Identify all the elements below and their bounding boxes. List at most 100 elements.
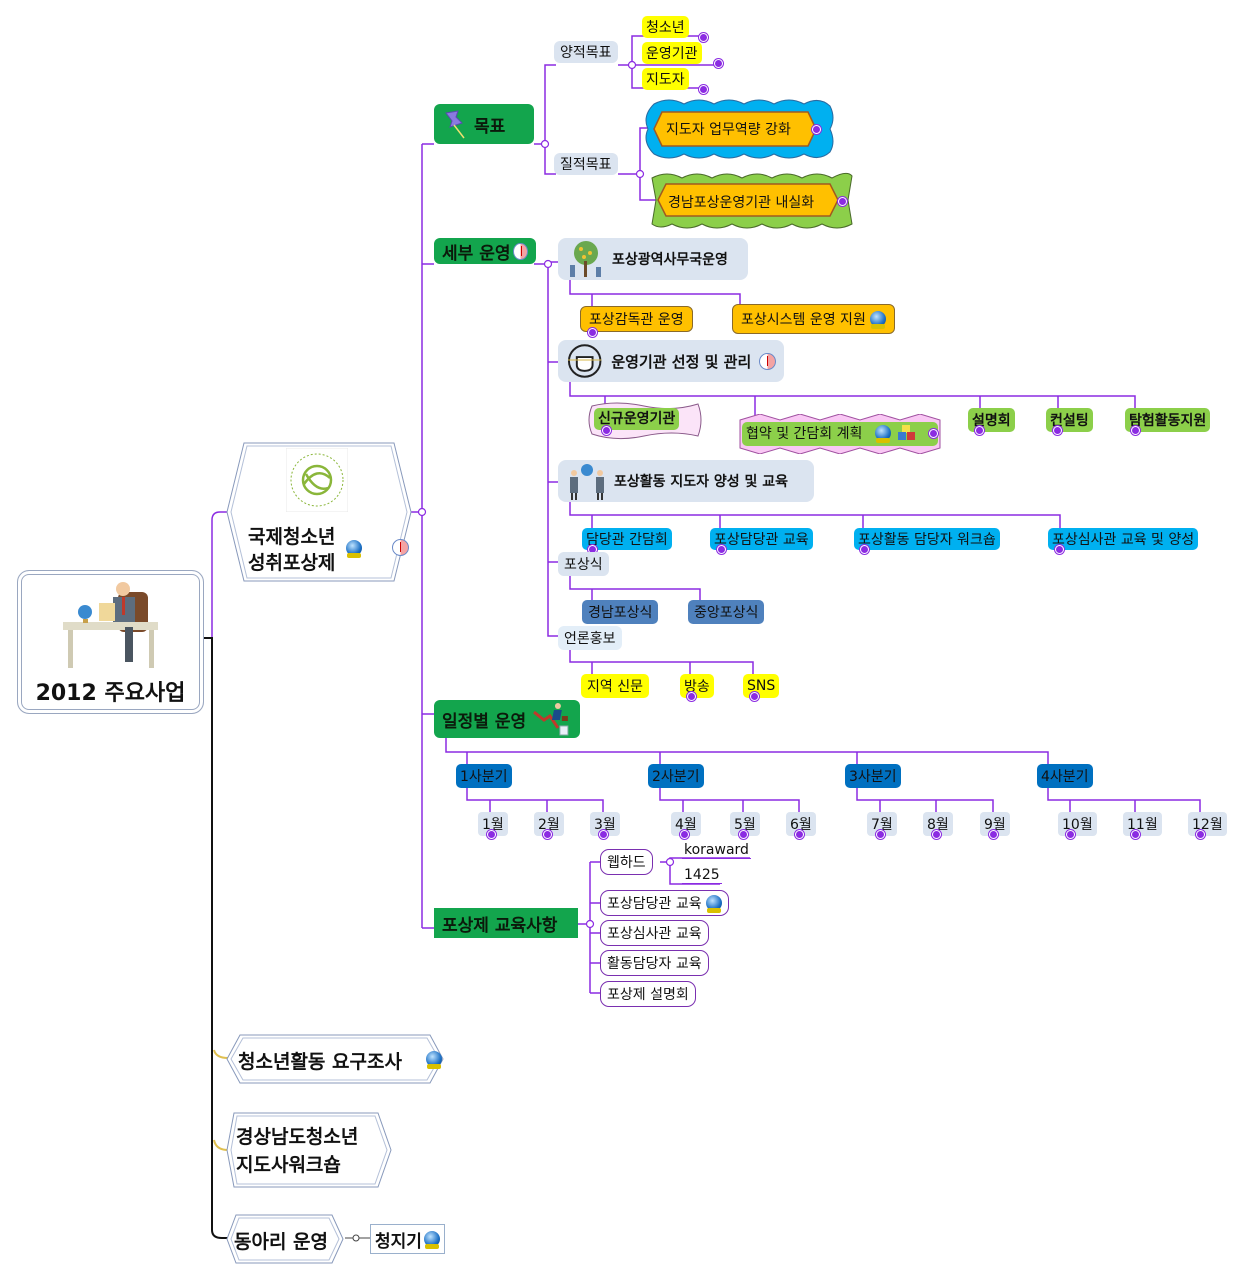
expand-icon[interactable]: [876, 830, 885, 839]
award-node[interactable]: 국제청소년 성취포상제: [226, 442, 412, 582]
broadcast-node[interactable]: 방송: [680, 674, 714, 698]
expand-icon[interactable]: [1066, 830, 1075, 839]
goal-node[interactable]: 목표: [434, 104, 534, 144]
award-label-line2: 성취포상제: [248, 552, 336, 574]
expand-icon[interactable]: [687, 692, 696, 701]
system-support-node[interactable]: 포상시스템 운영 지원: [732, 304, 895, 334]
node-label: 설명회: [972, 413, 1011, 429]
node-label: 2사분기: [652, 769, 700, 785]
qualitative-item-1[interactable]: 지도자 업무역량 강화: [644, 98, 834, 160]
expand-icon[interactable]: [860, 545, 869, 554]
officer-meeting-node[interactable]: 담당관 간담회: [582, 528, 672, 550]
expand-icon[interactable]: [717, 545, 726, 554]
goal-item-leaders[interactable]: 지도자: [642, 68, 689, 90]
supervisor-ops-node[interactable]: 포상감독관 운영: [580, 306, 693, 332]
wave-shape: [651, 172, 853, 229]
node-label: 1월: [482, 817, 504, 833]
webhard-node[interactable]: 웹하드: [600, 849, 653, 875]
expand-icon[interactable]: [588, 328, 597, 337]
qualitative-goal-node[interactable]: 질적목표: [554, 153, 618, 175]
expand-icon[interactable]: [699, 33, 708, 42]
quantitative-goal-node[interactable]: 양적목표: [554, 41, 618, 63]
month-node[interactable]: 1월: [478, 812, 508, 836]
quarter-1-node[interactable]: 1사분기: [456, 764, 512, 788]
expand-icon[interactable]: [812, 125, 821, 134]
node-label: 청지기: [375, 1231, 422, 1252]
assessor-training-node[interactable]: 포상심사관 교육 및 양성: [1048, 528, 1199, 550]
hexagon-shape: [226, 1034, 444, 1084]
new-org-node[interactable]: 신규운영기관: [586, 400, 704, 440]
press-node[interactable]: 언론홍보: [558, 626, 622, 650]
staff-workshop-node[interactable]: 포상활동 담당자 워크숍: [854, 528, 1000, 550]
node-label: 방송: [684, 679, 710, 695]
goal-item-label: 지도자: [646, 72, 685, 88]
expand-icon[interactable]: [795, 830, 804, 839]
expand-icon[interactable]: [714, 59, 723, 68]
expand-icon[interactable]: [680, 830, 689, 839]
expand-icon[interactable]: [1053, 426, 1062, 435]
expand-icon[interactable]: [838, 197, 847, 206]
leader-workshop-node[interactable]: 경상남도청소년 지도사워크숍: [226, 1112, 392, 1188]
goal-item-youth[interactable]: 청소년: [642, 16, 689, 38]
node-label: 5월: [734, 817, 756, 833]
consulting-node[interactable]: 컨설팅: [1046, 408, 1093, 432]
globe-icon: [869, 311, 886, 329]
leader-training-node[interactable]: 포상활동 지도자 양성 및 교육: [558, 460, 814, 502]
education-item[interactable]: 포상제 설명회: [600, 981, 696, 1007]
goal-label: 목표: [474, 116, 506, 137]
expand-icon[interactable]: [1055, 545, 1064, 554]
education-item[interactable]: 활동담당자 교육: [600, 950, 709, 976]
education-item[interactable]: 포상심사관 교육: [600, 920, 709, 946]
education-node[interactable]: 포상제 교육사항: [434, 908, 578, 938]
local-newspaper-node[interactable]: 지역 신문: [581, 674, 649, 698]
month-node[interactable]: 7월: [867, 812, 897, 836]
node-label: 포상심사관 교육 및 양성: [1052, 532, 1195, 548]
quarter-4-node[interactable]: 4사분기: [1037, 764, 1093, 788]
expand-icon[interactable]: [599, 830, 608, 839]
central-ceremony-node[interactable]: 중앙포상식: [688, 600, 765, 624]
node-label: 경남포상식: [588, 605, 653, 621]
month-node[interactable]: 11월: [1123, 812, 1162, 836]
gyeongnam-ceremony-node[interactable]: 경남포상식: [582, 600, 659, 624]
needs-survey-node[interactable]: 청소년활동 요구조사: [226, 1034, 444, 1084]
node-label: 6월: [790, 817, 812, 833]
quarter-2-node[interactable]: 2사분기: [648, 764, 704, 788]
root-node[interactable]: 2012 주요사업: [17, 570, 204, 714]
expand-icon[interactable]: [1196, 830, 1205, 839]
month-node[interactable]: 12월: [1188, 812, 1227, 836]
sns-node[interactable]: SNS: [743, 674, 780, 698]
regional-office-node[interactable]: 포상광역사무국운영: [558, 238, 748, 280]
qualitative-item-2[interactable]: 경남포상운영기관 내실화: [650, 170, 854, 230]
ceremony-node[interactable]: 포상식: [558, 552, 609, 576]
agreement-meeting-node[interactable]: 협약 및 간담회 계획: [738, 414, 942, 454]
expand-icon[interactable]: [750, 692, 759, 701]
schedule-node[interactable]: 일정별 운영: [434, 700, 580, 738]
expand-icon[interactable]: [543, 830, 552, 839]
node-label: 4사분기: [1041, 769, 1089, 785]
globe-icon: [426, 1051, 442, 1069]
expand-icon[interactable]: [975, 426, 984, 435]
detail-ops-node[interactable]: 세부 운영: [434, 238, 536, 264]
expand-icon[interactable]: [989, 830, 998, 839]
steward-node[interactable]: 청지기: [370, 1224, 445, 1254]
quarter-3-node[interactable]: 3사분기: [845, 764, 901, 788]
node-label-line2: 지도사워크숍: [236, 1154, 341, 1176]
month-node[interactable]: 10월: [1058, 812, 1097, 836]
expand-icon[interactable]: [1131, 830, 1140, 839]
expand-icon[interactable]: [929, 429, 938, 438]
org-selection-node[interactable]: 운영기관 선정 및 관리: [558, 340, 784, 382]
expand-icon[interactable]: [699, 85, 708, 94]
club-ops-node[interactable]: 동아리 운영: [226, 1214, 344, 1264]
expand-icon[interactable]: [602, 426, 611, 435]
expand-icon[interactable]: [1131, 426, 1140, 435]
education-item[interactable]: 포상담당관 교육: [600, 890, 729, 916]
expand-icon[interactable]: [487, 830, 496, 839]
hexagon-shape: [226, 442, 412, 582]
expand-icon[interactable]: [739, 830, 748, 839]
org-selection-label: 운영기관 선정 및 관리: [611, 352, 752, 371]
officer-training-node[interactable]: 포상담당관 교육: [710, 528, 813, 550]
goal-item-orgs[interactable]: 운영기관: [642, 42, 702, 64]
quantitative-goal-label: 양적목표: [560, 45, 612, 61]
expand-icon[interactable]: [932, 830, 941, 839]
month-node[interactable]: 8월: [923, 812, 953, 836]
